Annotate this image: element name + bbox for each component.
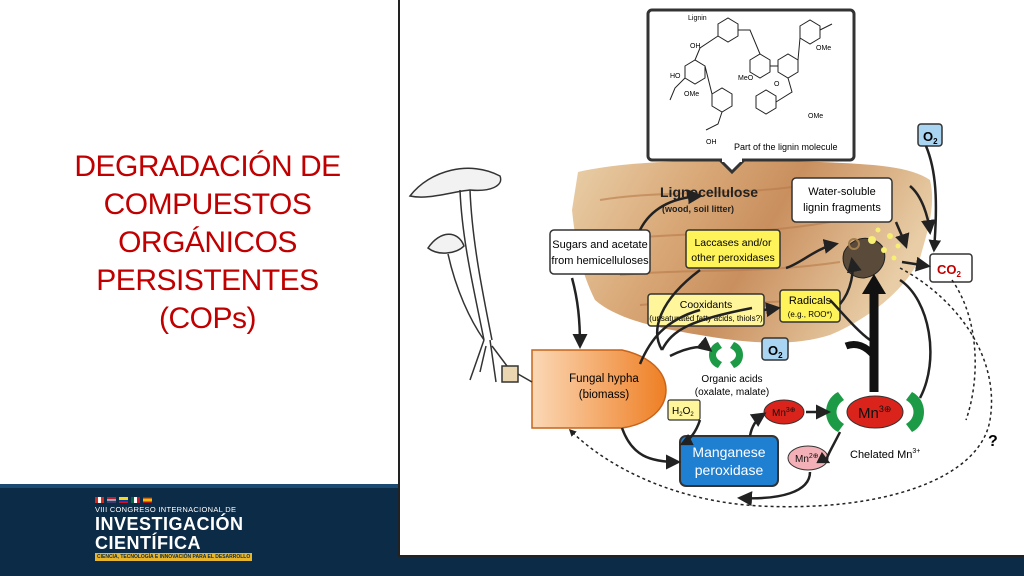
mn3-small-ellipse (763, 399, 805, 425)
chelate-bracket-right (906, 392, 924, 432)
lignocellulose-sub: (wood, soil litter) (662, 204, 734, 214)
h2o2-label: H2O2 (672, 406, 694, 418)
question-mark: ? (988, 433, 998, 450)
organic-acids-line2: (oxalate, malate) (695, 387, 769, 398)
fungal-line1: Fungal hypha (569, 373, 639, 385)
radicals-line1: Radicals (789, 295, 832, 307)
lignin-oh-2: OH (706, 139, 717, 146)
mn3-big-ellipse (846, 395, 904, 429)
title-line: PERSISTENTES (96, 264, 319, 297)
organic-acid-bracket-left (709, 342, 722, 368)
flag-icon (131, 497, 140, 503)
mn3-small-label: Mn3⊕ (772, 407, 796, 419)
water-soluble-line2: lignin fragments (803, 202, 881, 214)
lignin-label: Lignin (688, 15, 707, 22)
mn3-big-label: Mn3⊕ (858, 404, 891, 422)
mn2-label: Mn2⊕ (795, 453, 819, 465)
laccases-line2: other peroxidases (691, 252, 774, 264)
manganese-line2: peroxidase (695, 462, 764, 478)
o2-mid-box (761, 337, 789, 361)
lignin-molecule-box (646, 8, 856, 162)
laccases-box (685, 229, 781, 269)
o2-top-label: O2 (923, 129, 938, 146)
title-line: ORGÁNICOS (118, 226, 297, 259)
dotted-return-arrow (568, 267, 993, 508)
co2-label: CO2 (937, 262, 962, 279)
diagram-canvas: Lignin HO OH OMe MeO O OMe OMe OH Part o… (408, 8, 998, 508)
flag-icon (119, 497, 128, 503)
pointer-mask (722, 156, 742, 162)
logo-line-investigacion: INVESTIGACIÓN (95, 514, 244, 534)
h2o2-box (667, 399, 701, 421)
big-branch-arrow (844, 340, 877, 359)
logo-line-cientifica: CIENTÍFICA (95, 533, 201, 553)
water-soluble-line1: Water-soluble (808, 186, 875, 198)
dotted-co2-arrow (951, 279, 976, 421)
lignin-meo: MeO (738, 75, 754, 82)
lignin-ome-3: OMe (808, 113, 823, 120)
laccases-line1: Laccases and/or (694, 237, 772, 249)
lignin-caption: Part of the lignin molecule (734, 142, 838, 152)
fungal-line2: (biomass) (579, 389, 630, 401)
fungal-hypha-shape (531, 349, 667, 429)
big-arrow-head (862, 274, 886, 294)
flag-icon (143, 497, 152, 503)
organic-acid-bracket-right (730, 342, 743, 368)
title-line: DEGRADACIÓN DE (74, 150, 341, 183)
lignin-ho: HO (670, 73, 681, 80)
manganese-line1: Manganese (692, 444, 765, 460)
slide-title: DEGRADACIÓN DE COMPUESTOS ORGÁNICOS PERS… (40, 148, 375, 338)
lignin-degradation-diagram: Lignin HO OH OMe MeO O OMe OMe OH Part o… (398, 0, 1024, 557)
title-line: COMPUESTOS (103, 188, 312, 221)
lignin-ome-2: OMe (816, 45, 831, 52)
logo-line-congress: VIII CONGRESO INTERNACIONAL DE (95, 505, 237, 514)
title-line: (COPs) (159, 302, 257, 335)
water-soluble-box (791, 177, 893, 223)
o2-top-box (917, 123, 943, 147)
congress-logo: VIII CONGRESO INTERNACIONAL DE INVESTIGA… (95, 497, 275, 565)
lignin-ome: OMe (684, 91, 699, 98)
flag-icon (95, 497, 104, 503)
flags-row (95, 497, 152, 504)
radicals-line2: (e.g., ROO*) (788, 310, 833, 319)
sugars-line2: from hemicelluloses (551, 255, 649, 267)
arrows (570, 145, 942, 507)
logo-tagline: CIENCIA, TECNOLOGÍA E INNOVACIÓN PARA EL… (95, 553, 253, 561)
chelated-label: Chelated Mn3+ (850, 448, 920, 461)
chelate-bracket-left (826, 392, 844, 432)
lignocellulose-title: Lignocellulose (660, 184, 758, 200)
lignin-structure (669, 17, 833, 131)
lignin-box-pointer (718, 158, 746, 175)
cooxidants-line1: Cooxidants (680, 299, 733, 311)
flag-icon (107, 497, 116, 503)
sugars-line1: Sugars and acetate (552, 239, 647, 251)
mushroom-illustration (408, 167, 533, 383)
sugars-box (549, 229, 651, 275)
o2-mid-label: O2 (768, 343, 783, 360)
lignin-oh: OH (690, 43, 701, 50)
lignin-o: O (774, 81, 780, 88)
organic-acids-line1: Organic acids (701, 374, 762, 385)
